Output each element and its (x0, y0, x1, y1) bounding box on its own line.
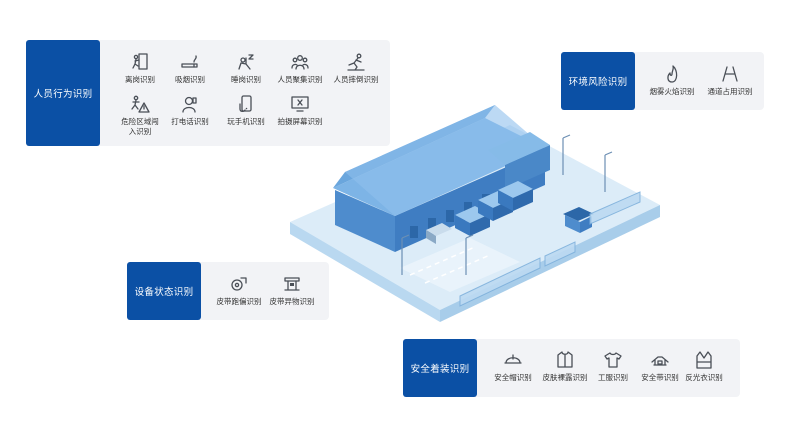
safety-belt-item: 安全带识别 (630, 350, 690, 383)
fall-icon (347, 53, 365, 71)
skin-exposure-icon (557, 351, 573, 368)
sleep-post-item: 睡岗识别 (216, 52, 276, 85)
belt-deviation-item: 皮带跑偏识别 (209, 274, 269, 307)
helmet-icon (504, 354, 522, 364)
danger-zone-item: 危险区域闯入识别 (110, 94, 170, 137)
uniform-item: 工服识别 (583, 350, 643, 383)
phone-call-item: 打电话识别 (160, 94, 220, 127)
reflective-vest-item: 反光衣识别 (674, 350, 734, 383)
belt-deviation-icon (231, 277, 247, 291)
reflective-vest-icon (696, 351, 712, 369)
smoking-icon (181, 55, 198, 68)
screen-capture-item: 拍摄屏幕识别 (270, 94, 330, 127)
environment-category: 环境风险识别 (561, 52, 635, 110)
crowd-icon (291, 55, 309, 70)
uniform-icon (604, 352, 622, 368)
channel-occupancy-icon (722, 66, 738, 82)
crowd-item: 人员聚集识别 (270, 52, 330, 85)
phone-play-icon (239, 95, 252, 113)
attire-category: 安全着装识别 (403, 339, 477, 397)
skin-exposure-item: 皮肤裸露识别 (535, 350, 595, 383)
equipment-category: 设备状态识别 (127, 262, 201, 320)
phone-call-icon (182, 96, 197, 113)
screen-capture-icon (291, 96, 309, 112)
behavior-category: 人员行为识别 (26, 40, 100, 146)
smoke-fire-item: 烟雾火焰识别 (642, 64, 702, 97)
belt-foreign-object-icon (284, 277, 300, 291)
safety-belt-icon (651, 356, 669, 366)
smoking-item: 吸烟识别 (160, 52, 220, 85)
channel-occupancy-item: 通道占用识别 (700, 64, 760, 97)
fall-item: 人员摔倒识别 (326, 52, 386, 85)
belt-foreign-object-item: 皮带异物识别 (262, 274, 322, 307)
sleep-post-icon (238, 54, 254, 70)
phone-play-item: 玩手机识别 (216, 94, 276, 127)
leave-post-item: 离岗识别 (110, 52, 170, 85)
leave-post-icon (132, 53, 148, 70)
danger-zone-icon (131, 95, 150, 113)
helmet-item: 安全帽识别 (483, 350, 543, 383)
smoke-fire-icon (667, 65, 678, 83)
